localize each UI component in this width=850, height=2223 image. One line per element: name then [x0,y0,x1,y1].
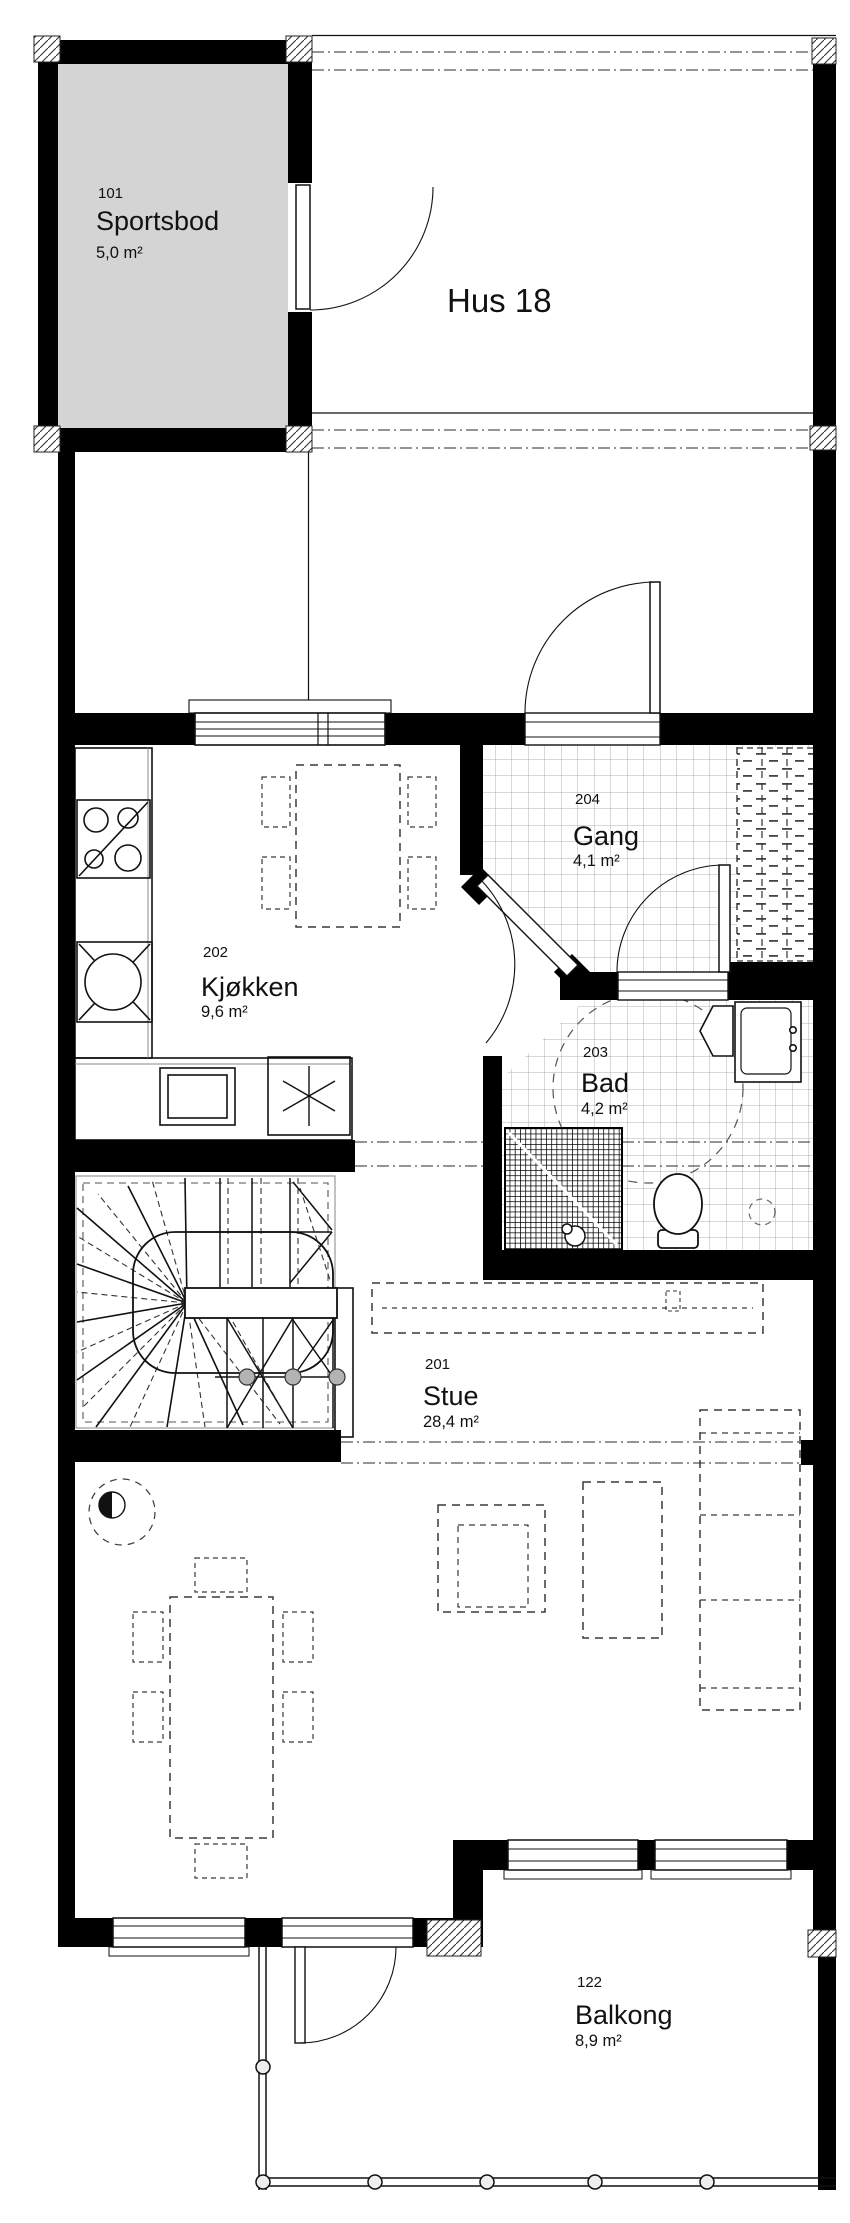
oven-icon [159,1067,236,1126]
sink-icon [76,941,153,1023]
room-name: Stue [423,1381,479,1411]
stue-window-left [108,1917,250,1957]
stair-handrail [184,1287,338,1319]
room-number: 204 [575,791,600,808]
gang-hatch-zone [736,747,813,962]
room-name: Kjøkken [201,972,299,1002]
room-area: 4,2 m² [581,1100,628,1118]
turning-circle [552,992,744,1184]
toilet-icon [653,1173,703,1249]
walls [38,40,836,2190]
room-name: Sportsbod [96,206,219,236]
room-area: 8,9 m² [575,2032,622,2050]
room-name: Gang [573,821,639,851]
room-label-gang: 204 Gang 4,1 m² [573,791,639,870]
water-heater-icon [267,1056,351,1136]
entrance-door [524,581,661,746]
kitchen-fixtures [74,747,353,1141]
kitchen-window [188,699,392,746]
sideboard [371,1282,764,1334]
room-label-kjokken: 202 Kjøkken 9,6 m² [201,944,299,1021]
room-area: 28,4 m² [423,1413,479,1431]
room-label-balkong: 122 Balkong 8,9 m² [575,1974,673,2050]
floor-drain-icon [748,1198,776,1226]
room-number: 122 [577,1974,602,1991]
kitchen-dining-table [261,764,437,928]
structural-posts [33,35,837,1958]
vanity-sink-icon [699,1001,802,1083]
room-number: 201 [425,1356,450,1373]
room-label-sportsbod: 101 Sportsbod 5,0 m² [96,185,219,262]
room-label-bad: 203 Bad 4,2 m² [581,1044,629,1118]
bathroom-fixtures [504,992,802,1251]
stue-furniture [88,1282,801,1879]
room-number: 101 [98,185,123,202]
room-number: 202 [203,944,228,961]
stue-dining-table [132,1557,314,1879]
stue-window-front-2 [650,1839,792,1880]
plan-title: Hus 18 [447,282,552,319]
bathroom-door [616,864,731,1001]
room-number: 203 [583,1044,608,1061]
armchair [437,1504,546,1613]
stair-handrail-vertical [334,1287,354,1438]
hall-diagonal-door [476,874,579,1044]
kitchen-counter-bottom [74,1057,353,1141]
coffee-table [582,1481,663,1639]
room-label-stue: 201 Stue 28,4 m² [423,1356,479,1431]
sportsbod-door [288,183,434,312]
sportsbod-floor [58,64,288,428]
balcony-door [281,1917,414,2044]
balcony-railing [255,1947,836,2190]
room-name: Balkong [575,2000,673,2030]
room-name: Bad [581,1068,629,1098]
room-area: 4,1 m² [573,852,620,870]
sofa [699,1409,801,1711]
room-area: 5,0 m² [96,244,143,262]
room-area: 9,6 m² [201,1003,248,1021]
shower-icon [504,1127,623,1251]
floor-lamp-icon [88,1478,156,1546]
cooktop-icon [76,799,151,879]
staircase [75,1175,354,1438]
reference-lines [307,34,836,1464]
stue-window-front-1 [503,1839,643,1880]
stair-newel-posts [238,1368,346,1386]
